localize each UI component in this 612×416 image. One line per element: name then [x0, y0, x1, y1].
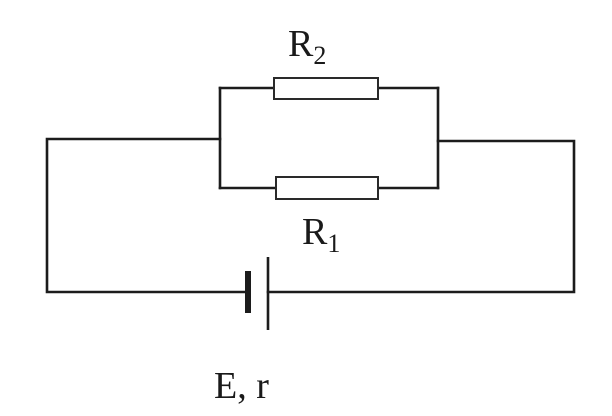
wire-left-outer [45, 137, 248, 294]
label-r2: R2 [288, 23, 326, 70]
label-r1-subscript: 1 [327, 229, 340, 258]
label-source: E, r [214, 365, 269, 407]
wire-right-outer [266, 139, 576, 294]
label-r2-subscript: 2 [313, 41, 326, 70]
label-r1: R1 [302, 211, 340, 258]
resistor-r1 [275, 176, 379, 200]
label-r1-letter: R [302, 211, 328, 253]
resistor-r2 [273, 77, 379, 100]
label-r2-letter: R [288, 23, 314, 65]
